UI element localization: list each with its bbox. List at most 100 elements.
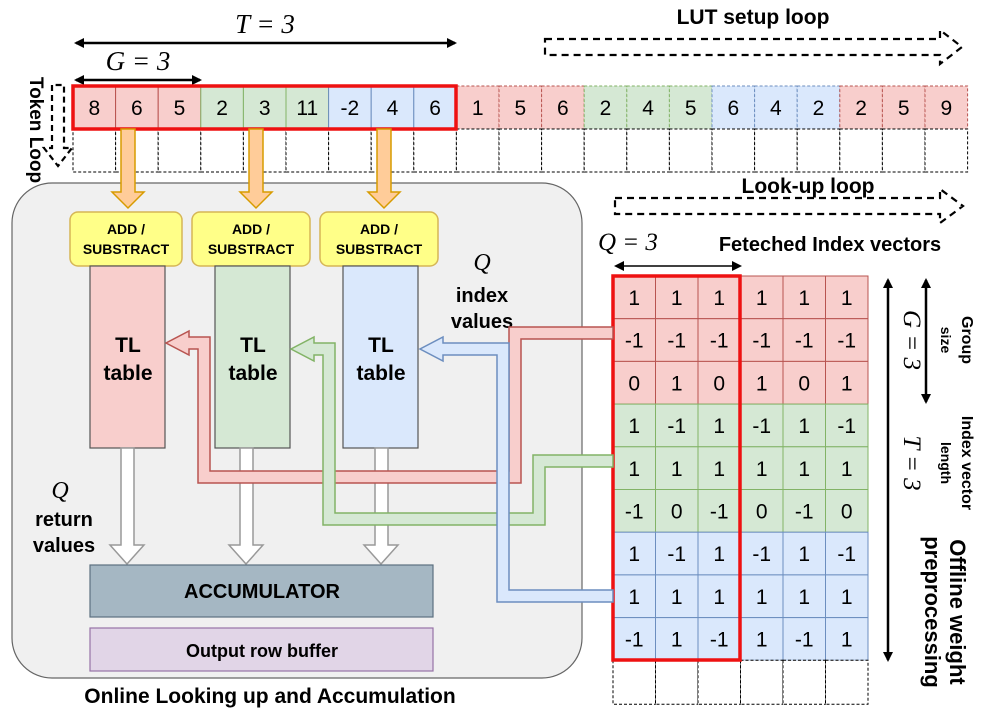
t-side-label: T = 3 xyxy=(898,435,925,490)
index-value: -1 xyxy=(752,330,771,353)
token-cell xyxy=(839,85,883,130)
token-empty-cell xyxy=(583,128,628,173)
token-empty-cell xyxy=(924,128,969,173)
svg-text:ADD /: ADD / xyxy=(107,221,145,237)
lut-setup-loop-label: LUT setup loop xyxy=(677,6,830,29)
svg-text:table: table xyxy=(356,362,405,385)
index-value: -1 xyxy=(667,543,686,566)
token-cell xyxy=(72,85,117,130)
token-value: 6 xyxy=(131,97,143,120)
index-cell xyxy=(612,531,656,576)
orange-arrow-3 xyxy=(366,128,402,210)
index-cell xyxy=(825,531,869,576)
index-cell xyxy=(825,360,869,405)
return-arrow-1 xyxy=(108,447,146,566)
token-empty-cell xyxy=(285,128,330,173)
token-empty-cell xyxy=(328,128,372,173)
index-value: -1 xyxy=(710,501,729,524)
index-value: 1 xyxy=(798,287,810,310)
index-cell xyxy=(782,403,826,448)
index-value: 1 xyxy=(671,586,683,609)
token-empty-cell xyxy=(72,128,117,173)
token-empty-cell xyxy=(839,128,883,173)
add-substract-box-2: ADD / SUBSTRACT xyxy=(191,211,311,267)
index-value: 1 xyxy=(798,586,810,609)
token-empty-cell xyxy=(455,128,500,173)
index-value: 1 xyxy=(756,287,768,310)
token-value: 5 xyxy=(898,97,910,120)
token-value: 4 xyxy=(770,97,782,120)
token-empty-row xyxy=(72,128,969,173)
svg-text:TL: TL xyxy=(368,334,394,357)
return-values-label-1: return xyxy=(35,509,93,531)
index-value: -1 xyxy=(752,543,771,566)
token-empty-cell xyxy=(796,128,841,173)
t-label: T = 3 xyxy=(235,9,295,39)
token-cell xyxy=(924,85,969,130)
index-value: 1 xyxy=(756,458,768,481)
token-empty-cell xyxy=(200,128,244,173)
orange-arrow-2 xyxy=(238,128,274,210)
index-empty-cell xyxy=(655,659,699,705)
group-size-label-2: size xyxy=(938,327,954,354)
svg-text:TL: TL xyxy=(115,334,141,357)
token-empty-cell xyxy=(413,128,457,173)
return-values-label-2: values xyxy=(33,535,95,557)
index-value: 1 xyxy=(798,415,810,438)
index-value: 0 xyxy=(841,501,853,524)
index-value: -1 xyxy=(795,330,814,353)
index-value: 1 xyxy=(713,287,725,310)
tl-table-3: TL table xyxy=(342,265,419,449)
index-cell xyxy=(612,489,656,533)
index-value: 1 xyxy=(841,458,853,481)
index-matrix-empty-row xyxy=(612,659,869,705)
index-value: 1 xyxy=(671,372,683,395)
token-window-highlight xyxy=(71,84,458,131)
token-cell xyxy=(498,85,543,130)
group-size-label-1: Group xyxy=(958,316,975,364)
index-value: 0 xyxy=(628,372,640,395)
index-value: -1 xyxy=(625,501,644,524)
fetched-index-vectors-label: Feteched Index vectors xyxy=(719,234,941,256)
token-value: 6 xyxy=(557,97,569,120)
token-empty-cell xyxy=(754,128,798,173)
g-label: G = 3 xyxy=(106,46,171,76)
token-value: 11 xyxy=(296,97,318,120)
token-cell xyxy=(413,85,457,130)
blue-index-connector xyxy=(418,335,614,603)
index-value: -1 xyxy=(625,330,644,353)
index-value: -1 xyxy=(710,330,729,353)
index-cell xyxy=(825,489,869,533)
lookup-loop-arrow xyxy=(613,186,965,226)
token-cell xyxy=(541,85,585,130)
token-value: 2 xyxy=(600,97,612,120)
token-cell xyxy=(668,85,713,130)
token-value: 4 xyxy=(642,97,654,120)
lut-setup-loop-arrow xyxy=(543,27,964,67)
index-cell xyxy=(825,275,869,320)
index-value: -1 xyxy=(837,330,856,353)
index-value: 1 xyxy=(798,543,810,566)
return-arrow-2 xyxy=(227,447,265,566)
token-value: -2 xyxy=(341,97,360,120)
token-cell xyxy=(711,85,756,130)
index-cell xyxy=(782,574,826,619)
green-index-connector xyxy=(289,335,614,526)
token-value: 5 xyxy=(685,97,697,120)
index-cell xyxy=(825,574,869,619)
token-empty-cell xyxy=(881,128,926,173)
q-return-symbol: Q xyxy=(51,478,68,504)
svg-text:SUBSTRACT: SUBSTRACT xyxy=(83,241,170,257)
index-value: 0 xyxy=(713,372,725,395)
index-vector-label-1: Index vector xyxy=(958,416,975,510)
svg-text:table: table xyxy=(103,362,152,385)
index-cell xyxy=(697,617,741,661)
online-caption: Online Looking up and Accumulation xyxy=(84,685,455,708)
index-value: 1 xyxy=(798,458,810,481)
index-value: -1 xyxy=(667,415,686,438)
token-value: 2 xyxy=(855,97,867,120)
index-value: -1 xyxy=(752,415,771,438)
token-value: 8 xyxy=(88,97,100,120)
